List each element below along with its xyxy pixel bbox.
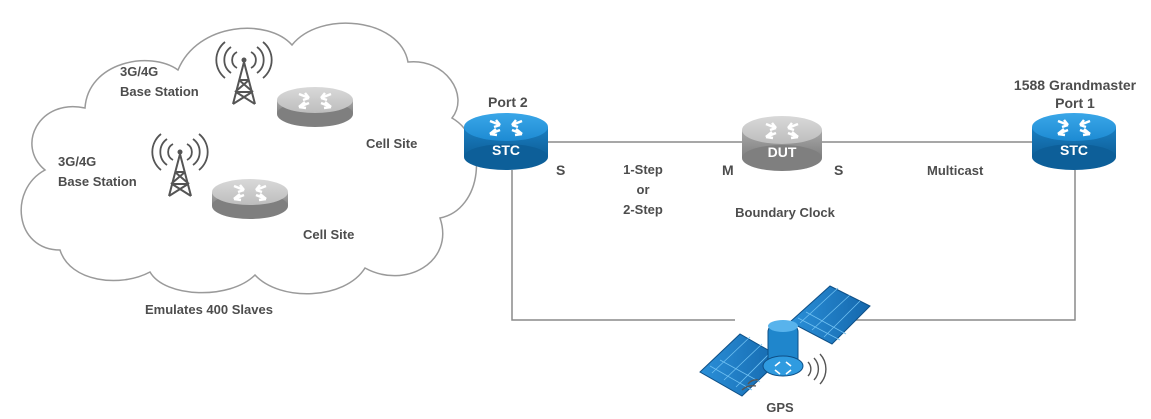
gps-link-right (830, 170, 1076, 321)
dut-router: DUT (742, 116, 822, 171)
stc-left-text: STC (492, 142, 520, 158)
dut-text: DUT (768, 144, 797, 160)
stc-left-port-label: Port 2 (488, 94, 528, 110)
grandmaster-title: 1588 Grandmaster (1014, 77, 1137, 93)
base-station-2-line1: 3G/4G (58, 154, 96, 169)
dut-right-label: S (834, 162, 843, 178)
base-station-2-line2: Base Station (58, 174, 137, 189)
cell-site-label-2: Cell Site (303, 227, 354, 242)
base-station-1-line1: 3G/4G (120, 64, 158, 79)
multicast-label: Multicast (927, 163, 984, 178)
stc-router-left: STC (464, 113, 548, 170)
cell-site-router-2 (212, 179, 288, 219)
cell-site-router-1 (277, 87, 353, 127)
gps-link-left (511, 170, 735, 321)
stc-router-right: STC (1032, 113, 1116, 170)
dut-caption: Boundary Clock (735, 205, 835, 220)
stc-left-side-label: S (556, 162, 565, 178)
step-label-line3: 2-Step (623, 202, 663, 217)
cloud-shape (20, 22, 478, 295)
step-label-line2: or (637, 182, 650, 197)
gps-satellite-icon (699, 285, 871, 397)
cell-site-label-1: Cell Site (366, 136, 417, 151)
base-station-1-line2: Base Station (120, 84, 199, 99)
cloud-caption: Emulates 400 Slaves (145, 302, 273, 317)
stc-right-text: STC (1060, 142, 1088, 158)
gps-label: GPS (766, 400, 794, 415)
dut-left-label: M (722, 162, 734, 178)
step-label-line1: 1-Step (623, 162, 663, 177)
stc-right-port-label: Port 1 (1055, 95, 1095, 111)
